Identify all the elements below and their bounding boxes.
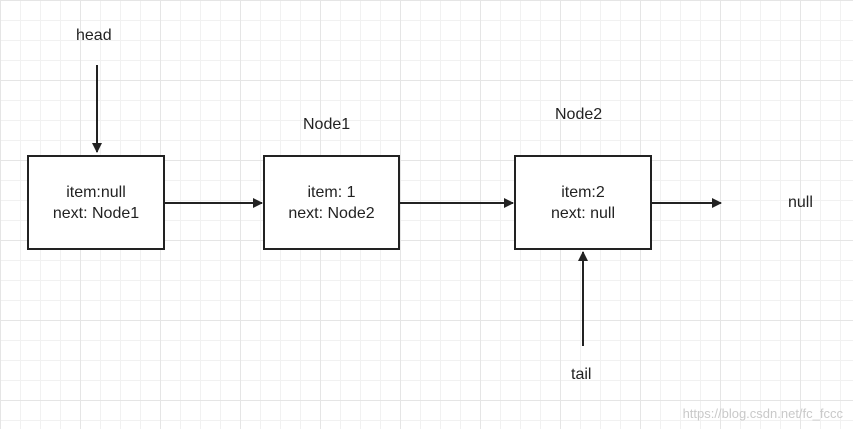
- head-label: head: [76, 27, 112, 44]
- node1-title: Node1: [303, 116, 351, 133]
- node2-next: next: null: [550, 204, 616, 222]
- null-end-label: null: [788, 194, 813, 211]
- node1-item: item: 1: [307, 183, 356, 201]
- node1-next: next: Node2: [288, 204, 375, 222]
- node2-box: item:2 next: null: [514, 155, 652, 250]
- node2-item: item:2: [561, 183, 605, 201]
- head-node-next: next: Node1: [52, 204, 140, 222]
- node1-box: item: 1 next: Node2: [263, 155, 400, 250]
- head-node-box: item:null next: Node1: [27, 155, 165, 250]
- watermark-text: https://blog.csdn.net/fc_fccc: [682, 406, 843, 421]
- node2-title: Node2: [555, 106, 603, 123]
- tail-label: tail: [571, 366, 592, 383]
- head-node-item: item:null: [66, 183, 126, 201]
